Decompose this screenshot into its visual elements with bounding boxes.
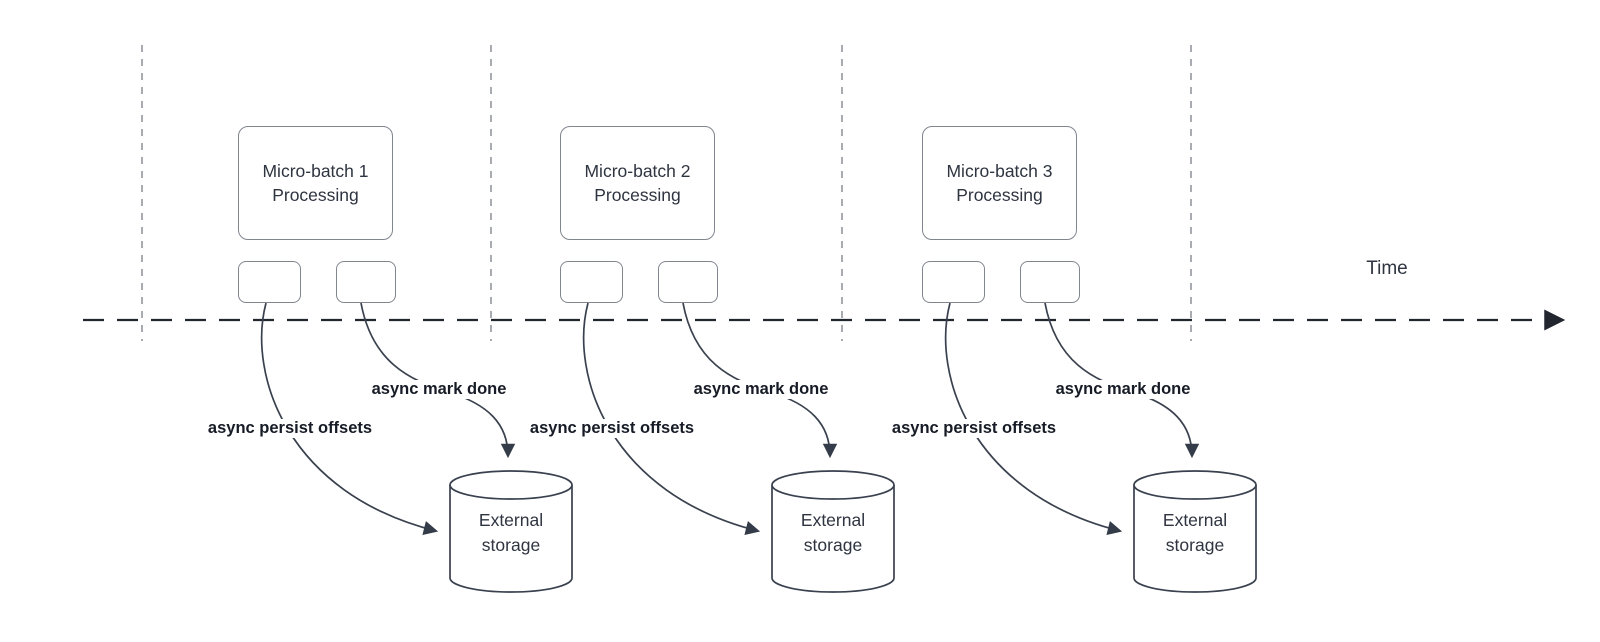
section-2-connectors: [582, 302, 895, 593]
external-storage-cylinder-top: [449, 470, 573, 500]
async-mark-done-arrow: [1044, 302, 1200, 459]
async-mark-done-arrow: [682, 302, 838, 459]
external-storage-cylinder-top: [771, 470, 895, 500]
async-persist-offsets-arrow: [260, 302, 439, 536]
async-mark-done-arrow: [360, 302, 516, 459]
external-storage-cylinder: [1133, 485, 1257, 593]
async-persist-offsets-arrow: [944, 302, 1123, 536]
section-1-connectors: [260, 302, 573, 593]
external-storage-cylinder: [449, 485, 573, 593]
async-persist-offsets-arrow: [582, 302, 761, 536]
external-storage-cylinder-top: [1133, 470, 1257, 500]
section-3-connectors: [944, 302, 1257, 593]
time-axis-label: Time: [1366, 258, 1408, 279]
external-storage-cylinder: [771, 485, 895, 593]
